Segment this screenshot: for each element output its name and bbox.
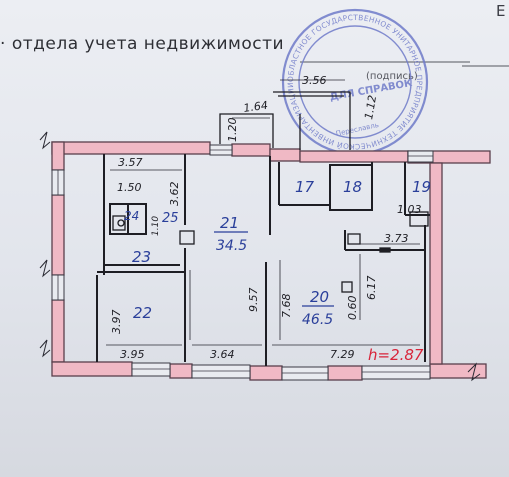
room-21-number: 21 (220, 214, 239, 232)
windows (51, 144, 434, 381)
vestibule-outline (219, 91, 351, 150)
room-area-dividers (214, 231, 334, 307)
room-22-number: 22 (133, 304, 152, 322)
room-21-area: 34.5 (216, 238, 247, 254)
department-title: · отдела учета недвижимости (0, 34, 284, 54)
room-23-number: 23 (132, 248, 151, 266)
room-20-number: 20 (310, 288, 329, 306)
dim-356: 3.56 (302, 74, 327, 87)
dim-364: 3.64 (210, 348, 235, 361)
dimension-labels: 3.56 1.64 1.20 1.12 3.57 1.50 3.62 1.10 … (110, 74, 422, 361)
title-text: отдела учета недвижимости (11, 34, 285, 54)
room-17-number: 17 (295, 178, 315, 196)
dim-397: 3.97 (110, 310, 123, 335)
ceiling-height-note: h=2.87 (368, 346, 424, 364)
room-20-area: 46.5 (302, 312, 333, 328)
room-24-number: 24 (124, 209, 139, 223)
dim-617: 6.17 (365, 276, 378, 301)
dim-957: 9.57 (247, 288, 260, 313)
signature-label: (подпись) (366, 71, 418, 82)
break-marks (39, 131, 481, 382)
dim-729: 7.29 (330, 348, 355, 361)
corner-letter: Е (496, 2, 506, 20)
dim-768: 7.68 (280, 294, 293, 319)
room-25-number: 25 (162, 211, 179, 226)
dim-060: 0.60 (346, 296, 359, 321)
room-labels: 17 18 19 20 21 22 23 24 25 (124, 178, 431, 322)
fixtures (112, 211, 429, 293)
dim-150: 1.50 (117, 181, 142, 194)
dim-395: 3.95 (120, 348, 145, 361)
dim-110: 1.10 (151, 216, 161, 236)
dim-357: 3.57 (118, 156, 143, 169)
interior-walls (96, 154, 430, 366)
dim-120: 1.20 (226, 118, 239, 143)
dim-112: 1.12 (362, 94, 379, 120)
organization-stamp: ОБЛАСТНОЕ ГОСУДАРСТВЕННОЕ УНИТАРНОЕ ПРЕД… (0, 8, 429, 156)
room-areas: 34.5 46.5 (216, 238, 333, 328)
window-lines (57, 149, 433, 374)
title-bullet: · (0, 34, 12, 54)
dim-103: 1.03 (397, 203, 422, 216)
stamp-inner-ring (298, 25, 412, 139)
dim-362: 3.62 (168, 182, 181, 207)
room-18-number: 18 (343, 178, 362, 196)
dim-373: 3.73 (384, 232, 409, 245)
dimension-lines (106, 79, 420, 346)
room-19-number: 19 (412, 178, 431, 196)
dim-164: 1.64 (243, 99, 269, 115)
